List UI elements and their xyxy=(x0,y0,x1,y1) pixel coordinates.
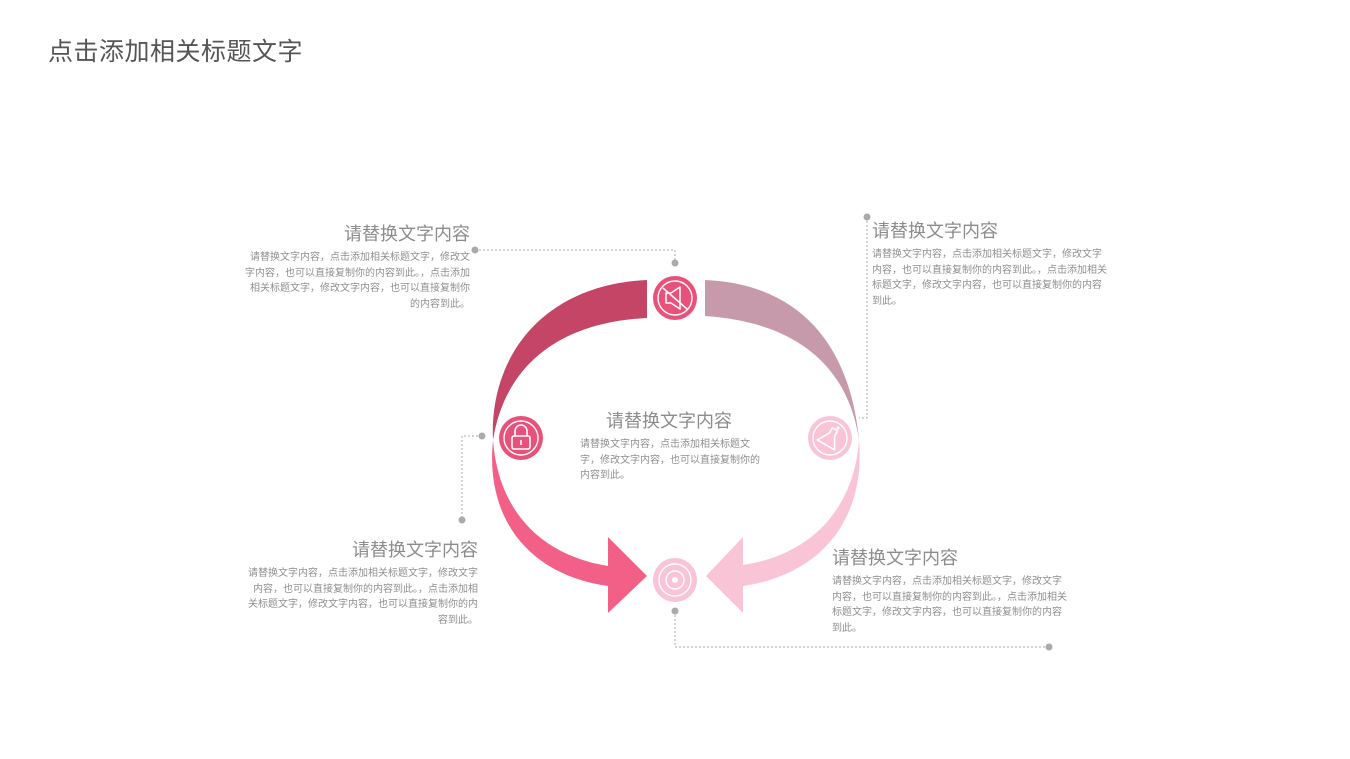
block-heading: 请替换文字内容 xyxy=(344,224,470,245)
text-block-bottom-right: 请替换文字内容 请替换文字内容，点击添加相关标题文字，修改文字内容，也可以直接复… xyxy=(832,544,1070,636)
page-title: 点击添加相关标题文字 xyxy=(48,37,304,66)
block-heading: 请替换文字内容 xyxy=(832,548,958,569)
block-heading: 请替换文字内容 xyxy=(352,540,478,561)
text-block-top-right: 请替换文字内容 请替换文字内容，点击添加相关标题文字，修改文字内容，也可以直接复… xyxy=(872,217,1110,309)
center-text: 请替换文字内容 请替换文字内容，点击添加相关标题文字，修改文字内容，也可以直接复… xyxy=(580,407,765,484)
block-body: 请替换文字内容，点击添加相关标题文字，修改文字内容，也可以直接复制你的内容到此。… xyxy=(248,568,478,626)
connector-dots xyxy=(458,213,1053,651)
text-block-bottom-left: 请替换文字内容 请替换文字内容，点击添加相关标题文字，修改文字内容，也可以直接复… xyxy=(246,536,478,628)
block-body: 请替换文字内容，点击添加相关标题文字，修改文字内容，也可以直接复制你的内容到此。… xyxy=(872,249,1107,307)
flask-icon xyxy=(804,412,856,464)
connector-lines xyxy=(461,217,1049,648)
disc-icon xyxy=(649,554,701,606)
arc-top-right xyxy=(705,280,859,440)
megaphone-icon xyxy=(649,272,701,324)
arc-top-left xyxy=(492,280,647,440)
arrow-bottom-left xyxy=(492,440,647,613)
block-body: 请替换文字内容，点击添加相关标题文字，修改文字内容，也可以直接复制你的内容到此。… xyxy=(245,252,470,310)
text-block-top-left: 请替换文字内容 请替换文字内容，点击添加相关标题文字，修改文字内容，也可以直接复… xyxy=(244,220,470,312)
block-heading: 请替换文字内容 xyxy=(872,221,998,242)
block-body: 请替换文字内容，点击添加相关标题文字，修改文字内容，也可以直接复制你的内容到此。… xyxy=(832,576,1067,634)
center-heading: 请替换文字内容 xyxy=(606,411,732,432)
center-body: 请替换文字内容，点击添加相关标题文字，修改文字内容，也可以直接复制你的内容到此。 xyxy=(580,439,760,481)
arrow-bottom-right xyxy=(706,440,860,613)
lock-icon xyxy=(495,412,547,464)
